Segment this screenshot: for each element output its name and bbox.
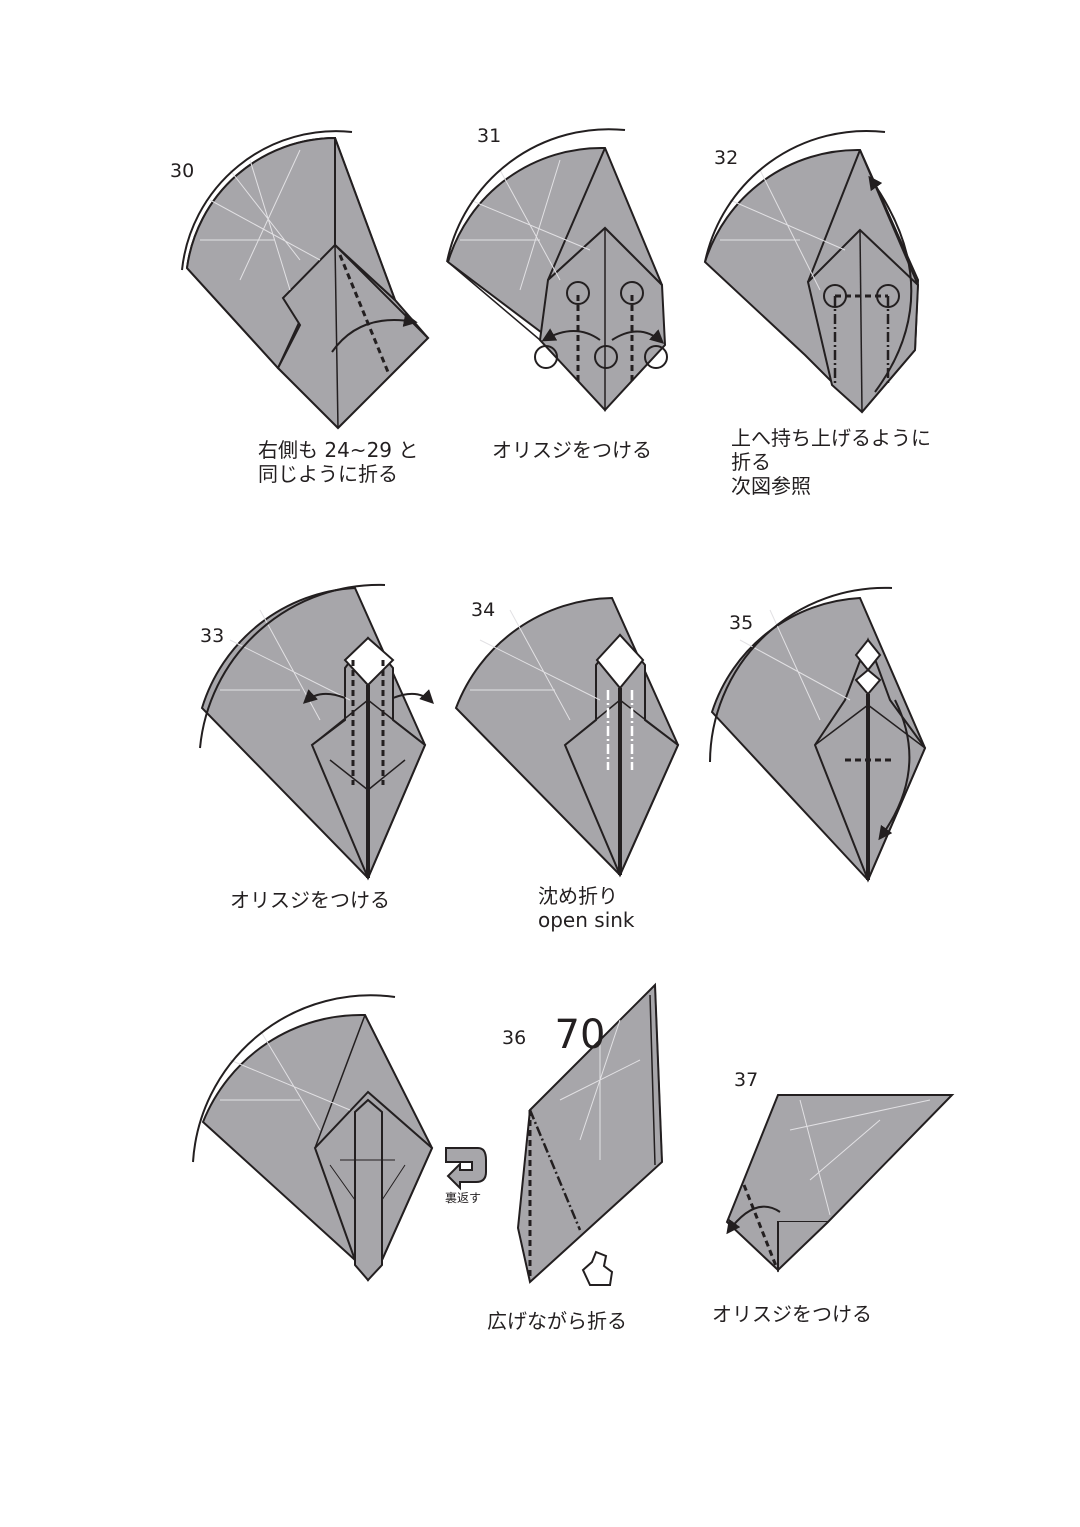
step-number-36: 36 — [502, 1027, 527, 1049]
step-30-caption: 右側も 24~29 と 同じように折る — [258, 438, 418, 486]
step-36-caption: 広げながら折る — [487, 1309, 627, 1333]
step-37-caption: オリスジをつける — [712, 1302, 872, 1326]
step-30-caption-line: 右側も 24~29 と — [258, 438, 419, 462]
step-32-caption-line: 折る — [731, 450, 771, 474]
step-33-caption-line: オリスジをつける — [230, 888, 390, 912]
step-34-caption-line: 沈め折り — [538, 884, 618, 908]
page-number: 70 — [554, 1012, 606, 1058]
step-34-figure — [454, 596, 680, 878]
step-34-caption: 沈め折り open sink — [538, 884, 635, 932]
step-36-caption-line: 広げながら折る — [487, 1309, 627, 1333]
step-31-caption: オリスジをつける — [492, 438, 652, 462]
step-31-figure — [446, 128, 668, 413]
step-number-34: 34 — [471, 599, 496, 621]
step-32-caption: 上へ持ち上げるように 折る 次図参照 — [731, 426, 931, 498]
step-37-figure — [725, 1094, 955, 1273]
step-number-31: 31 — [477, 125, 502, 147]
step-result-figure — [192, 994, 434, 1282]
step-32-caption-line: 次図参照 — [731, 474, 811, 498]
step-number-33: 33 — [200, 625, 225, 647]
step-33-caption: オリスジをつける — [230, 888, 390, 912]
step-number-35: 35 — [729, 612, 754, 634]
step-30-caption-line: 同じように折る — [258, 462, 398, 486]
step-37-caption-line: オリスジをつける — [712, 1302, 872, 1326]
step-33-figure — [199, 583, 434, 881]
step-32-figure — [703, 129, 920, 414]
step-number-32: 32 — [714, 147, 739, 169]
step-31-caption-line: オリスジをつける — [492, 438, 652, 462]
step-35-figure — [709, 586, 927, 883]
turn-over-icon — [445, 1147, 487, 1191]
step-32-caption-line: 上へ持ち上げるように — [731, 426, 931, 450]
step-number-37: 37 — [734, 1069, 759, 1091]
turn-over-label: 裏返す — [445, 1191, 482, 1205]
step-30-figure — [181, 130, 430, 430]
step-34-caption-line: open sink — [538, 908, 635, 932]
step-number-30: 30 — [170, 160, 195, 182]
step-36-figure — [516, 982, 664, 1286]
